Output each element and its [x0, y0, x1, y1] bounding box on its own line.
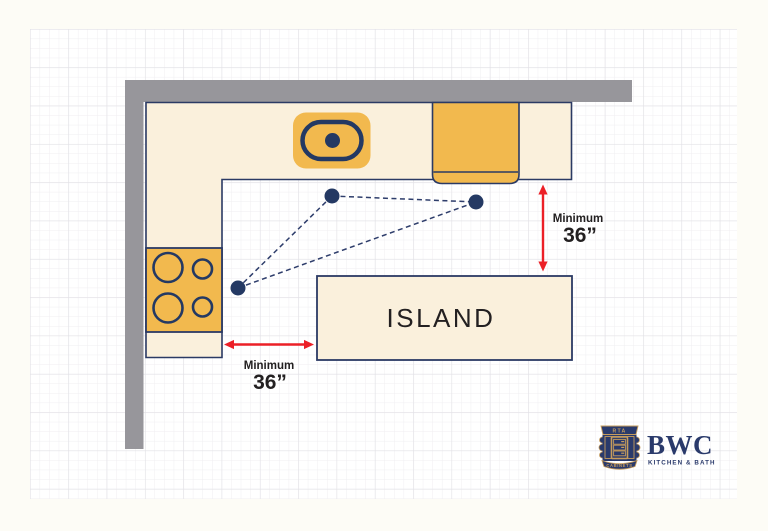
burner-large-top: [152, 251, 184, 284]
cooktop-icon: [145, 247, 223, 333]
island: ISLAND: [316, 275, 573, 361]
wall-left: [125, 80, 144, 449]
sink-basin: [300, 119, 364, 162]
clearance-arrow-horizontal: [224, 339, 314, 350]
cabinet-emblem-icon: RTA CABINETS: [598, 425, 641, 470]
work-node-sink: [324, 188, 340, 204]
work-node-fridge: [468, 194, 484, 210]
arrow-up-icon: [538, 184, 548, 195]
clearance-right-value-label: 36”: [563, 224, 597, 247]
arrow-down-icon: [538, 261, 548, 272]
refrigerator-body: [431, 101, 520, 185]
emblem-rta-label: RTA: [613, 428, 627, 434]
refrigerator-icon: [431, 101, 520, 185]
brand-name: BWC: [647, 430, 713, 460]
sink-drain: [325, 133, 340, 148]
island-box: [316, 275, 573, 361]
work-node-cooktop: [230, 280, 246, 296]
emblem-top-banner: [600, 425, 639, 435]
burner-large-bottom: [152, 292, 184, 324]
work-line-sink-cooktop: [237, 195, 333, 289]
work-triangle: [237, 195, 477, 289]
island-label: ISLAND: [387, 303, 496, 333]
burner-small-top: [191, 258, 214, 280]
emblem-bottom-ribbon: [601, 459, 638, 470]
brand-logo: RTA CABINETS BWC KITCHEN & BATH: [598, 425, 716, 470]
wall-top: [125, 80, 632, 102]
clearance-arrow-vertical: [538, 184, 548, 272]
sink-icon: [293, 112, 371, 169]
clearance-bottom-minimum-label: Minimum: [244, 360, 294, 372]
emblem-cabinets-label: CABINETS: [606, 463, 632, 468]
clearance-right-minimum-label: Minimum: [553, 213, 603, 225]
burner-small-bottom: [191, 296, 214, 318]
brand-tagline: KITCHEN & BATH: [648, 460, 716, 467]
clearance-bottom-value-label: 36”: [253, 371, 287, 394]
work-line-sink-fridge: [331, 195, 477, 203]
arrow-left-icon: [224, 339, 234, 350]
arrow-right-icon: [304, 339, 314, 350]
